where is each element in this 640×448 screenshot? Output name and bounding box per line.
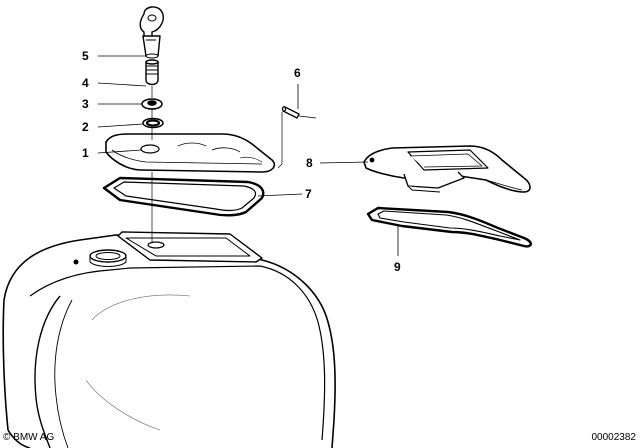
callout-labels: 5 4 3 2 1 6 7 8 9 (82, 49, 401, 274)
rack-gasket (366, 206, 532, 248)
lock-key (139, 6, 164, 59)
assembly-lines (151, 86, 283, 242)
callout-6: 6 (294, 66, 301, 80)
callout-2: 2 (82, 120, 89, 134)
rack-cover (363, 145, 531, 193)
cover-plate (105, 133, 276, 173)
leader-lines (97, 55, 399, 256)
fuel-tank (2, 234, 336, 448)
document-number: 00002382 (591, 432, 637, 443)
pin (281, 106, 317, 119)
callout-5: 5 (82, 49, 89, 63)
copyright-notice: © BMW AG (3, 432, 55, 443)
seal-ring (142, 117, 164, 129)
washer (141, 98, 163, 110)
callout-1: 1 (82, 146, 89, 160)
gasket-frame (102, 176, 265, 217)
lock-insert (145, 59, 159, 86)
callout-8: 8 (306, 156, 313, 170)
callout-3: 3 (82, 97, 89, 111)
callout-9: 9 (394, 260, 401, 274)
callout-4: 4 (82, 76, 89, 90)
tank-filler-recess (73, 231, 263, 267)
callout-7: 7 (305, 187, 312, 201)
